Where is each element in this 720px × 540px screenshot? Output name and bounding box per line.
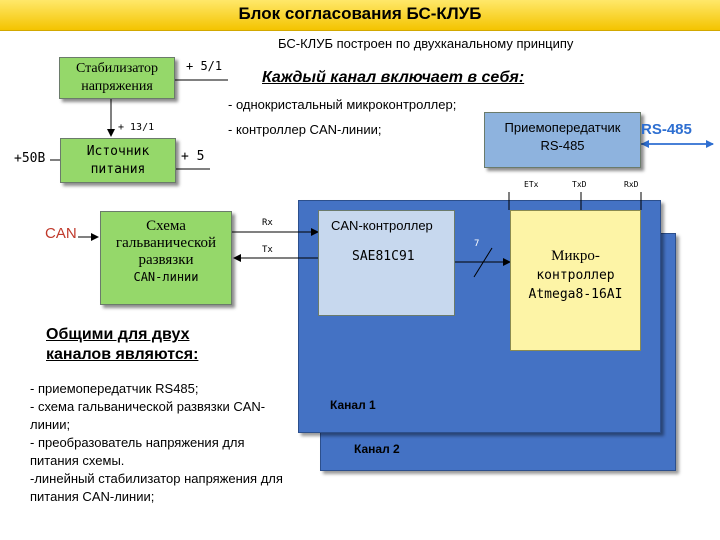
tx-label: Tx <box>262 245 273 255</box>
common-item-3: линии; <box>30 417 71 432</box>
rs485-external-label: RS-485 <box>641 121 692 138</box>
stabilizer-label-line1: Стабилизатор <box>75 61 159 76</box>
stabilizer-output-voltage: + 5/1 <box>186 59 223 73</box>
channel-item-1: - однокристальный микроконтроллер; <box>228 97 457 112</box>
pin-rxd: RxD <box>624 180 639 189</box>
can-bus-label: CAN <box>45 225 77 242</box>
isolation-line4: CAN-линии <box>133 270 199 284</box>
channel-heading: Каждый канал включает в себя: <box>262 69 525 86</box>
mcu-line1: Микро- <box>551 248 600 264</box>
pin-txd: TxD <box>572 180 587 189</box>
power-13v-label: + 13/1 <box>118 122 155 133</box>
subtitle: БС-КЛУБ построен по двухканальному принц… <box>278 36 574 51</box>
mcu-line2: контроллер <box>536 268 615 283</box>
can-controller-box: CAN-контроллер SAE81C91 <box>318 210 455 316</box>
channel-item-2: - контроллер CAN-линии; <box>228 122 382 137</box>
common-item-5: питания схемы. <box>30 453 125 468</box>
isolation-line3: развязки <box>138 252 194 268</box>
common-heading-line1: Общими для двух <box>46 326 190 343</box>
isolation-line2: гальванической <box>115 235 217 251</box>
pin-etx: ETx <box>524 180 539 189</box>
common-item-4: - преобразователь напряжения для <box>30 435 245 450</box>
power-label-line1: Источник <box>86 144 150 159</box>
galvanic-isolation-box: Схема гальванической развязки CAN-линии <box>100 211 232 305</box>
voltage-stabilizer-box: Стабилизатор напряжения <box>59 57 175 99</box>
rx-label: Rx <box>262 218 273 228</box>
common-item-7: питания CAN-линии; <box>30 489 155 504</box>
title-bar <box>0 0 720 31</box>
transceiver-label-line1: Приемопередатчик <box>504 120 621 135</box>
microcontroller-box: Микро- контроллер Atmega8-16AI <box>510 210 641 351</box>
common-item-6: -линейный стабилизатор напряжения для <box>30 471 283 486</box>
common-heading-line2: каналов являются: <box>46 346 199 363</box>
stabilizer-label-line2: напряжения <box>81 79 153 94</box>
channel-1-label: Канал 1 <box>330 398 376 412</box>
mcu-line3: Atmega8-16AI <box>528 287 623 302</box>
transceiver-label-line2: RS-485 <box>540 138 585 153</box>
power-input-voltage: +50В <box>14 151 46 166</box>
page-title: Блок согласования БС-КЛУБ <box>238 4 482 23</box>
bus-width-label: 7 <box>474 239 480 249</box>
common-item-1: - приемопередатчик RS485; <box>30 381 199 396</box>
can-controller-chip: SAE81C91 <box>352 249 415 264</box>
channel-2-label: Канал 2 <box>354 442 400 456</box>
isolation-line1: Схема <box>146 218 186 234</box>
power-source-box: Источник питания <box>60 138 176 183</box>
common-item-2: - схема гальванической развязки CAN- <box>30 399 266 414</box>
common-notes-panel: Общими для двух каналов являются: <box>28 322 298 504</box>
power-label-line2: питания <box>90 162 146 177</box>
power-output-voltage: + 5 <box>181 149 205 164</box>
can-controller-title: CAN-контроллер <box>331 218 433 233</box>
rs485-transceiver-box: Приемопередатчик RS-485 <box>484 112 641 168</box>
